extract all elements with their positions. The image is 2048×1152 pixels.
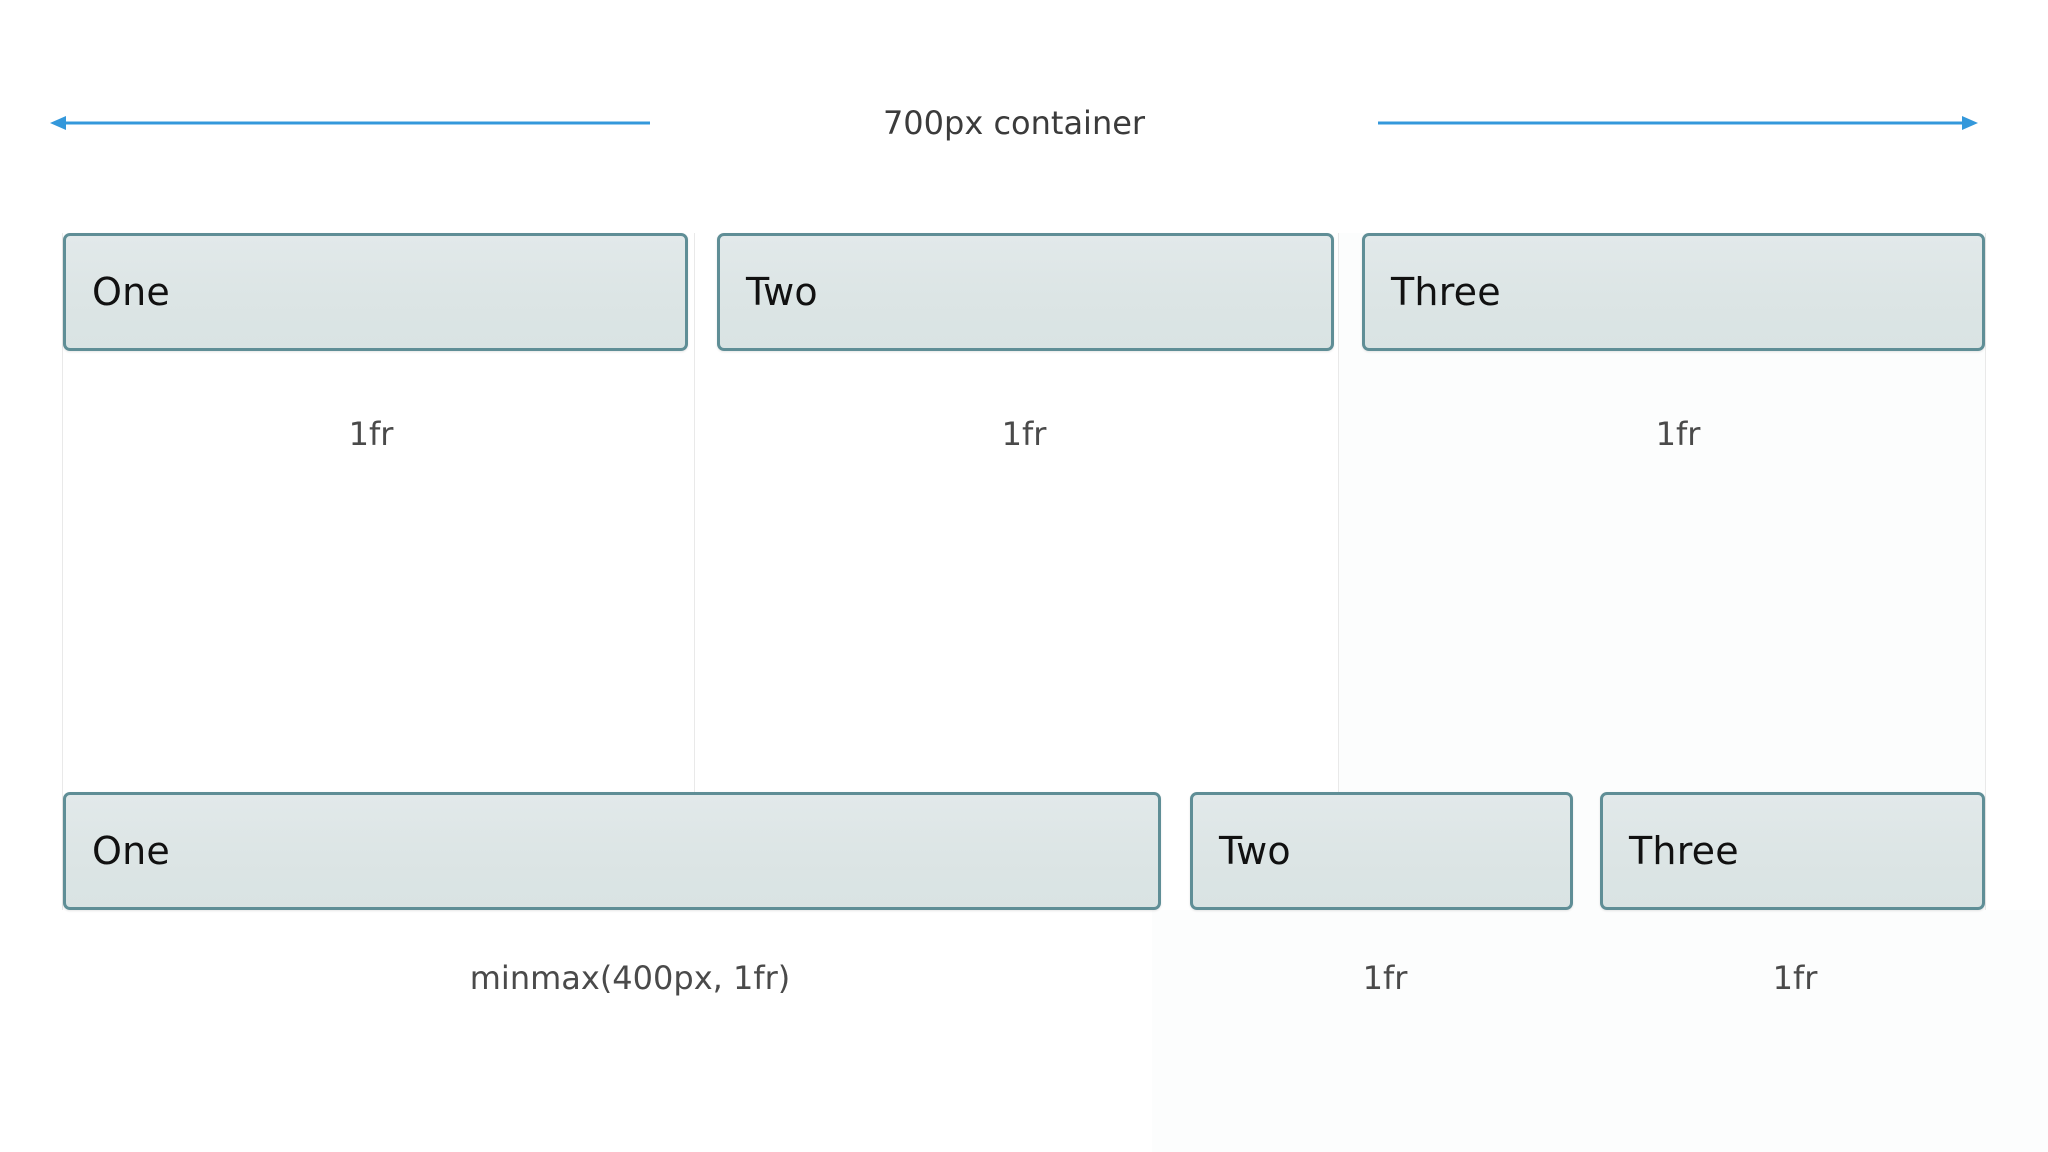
grid-item-label: Two xyxy=(1219,829,1291,873)
grid-item-two[interactable]: Two xyxy=(1190,792,1573,910)
container-measurement: 700px container xyxy=(50,100,1978,146)
grid-item-label: Three xyxy=(1391,270,1501,314)
grid-guide-line xyxy=(62,233,63,910)
grid-item-one[interactable]: One xyxy=(63,792,1161,910)
grid-item-three[interactable]: Three xyxy=(1362,233,1985,351)
measure-arrow-right xyxy=(1378,112,1978,134)
container-width-label: 700px container xyxy=(882,104,1146,142)
grid-item-three[interactable]: Three xyxy=(1600,792,1985,910)
track-size-caption: 1fr xyxy=(1362,959,1408,997)
track-size-caption: 1fr xyxy=(1655,415,1701,453)
background-tint-region xyxy=(1152,910,2048,1152)
grid-guide-line xyxy=(1985,233,1986,910)
grid-item-one[interactable]: One xyxy=(63,233,688,351)
grid-item-label: Two xyxy=(746,270,818,314)
grid-item-label: One xyxy=(92,270,170,314)
grid-item-label: One xyxy=(92,829,170,873)
track-size-caption: 1fr xyxy=(1001,415,1047,453)
grid-guide-line xyxy=(694,233,695,910)
measure-arrow-left xyxy=(50,112,650,134)
grid-item-label: Three xyxy=(1629,829,1739,873)
track-size-caption: 1fr xyxy=(1772,959,1818,997)
grid-item-two[interactable]: Two xyxy=(717,233,1334,351)
track-size-caption: 1fr xyxy=(348,415,394,453)
track-size-caption: minmax(400px, 1fr) xyxy=(469,959,791,997)
grid-guide-line xyxy=(1338,233,1339,910)
